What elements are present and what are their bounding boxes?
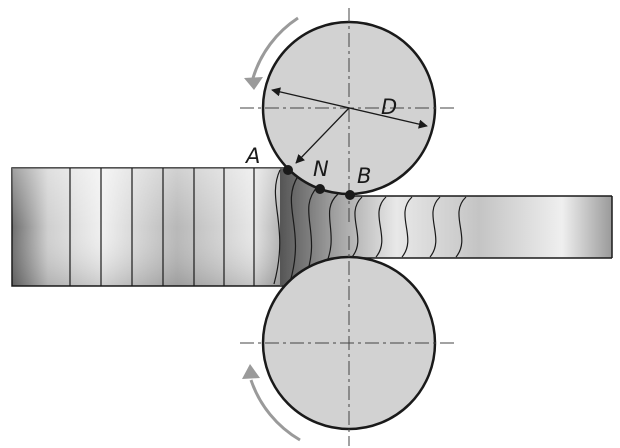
contact-points: A N B <box>244 144 371 200</box>
diameter-dimension <box>271 87 428 129</box>
diameter-label: D <box>381 95 397 119</box>
point-n-marker <box>315 184 325 194</box>
grain-lines-entry <box>69 168 255 286</box>
grain-lines-deformed <box>273 169 467 285</box>
counterclockwise-arrow-icon <box>244 16 299 90</box>
top-roll: D <box>240 8 458 222</box>
point-b-marker <box>345 190 355 200</box>
clockwise-arrow-icon <box>242 364 301 442</box>
point-a-marker <box>283 165 293 175</box>
radius-line <box>295 107 350 164</box>
point-n-label: N <box>313 157 329 181</box>
point-b-label: B <box>357 164 371 188</box>
workpiece-exit <box>273 168 613 286</box>
bottom-roll <box>240 236 458 446</box>
bottom-roll-centerlines <box>240 236 458 446</box>
workpiece-entry <box>11 167 313 287</box>
point-a-label: A <box>244 144 260 168</box>
